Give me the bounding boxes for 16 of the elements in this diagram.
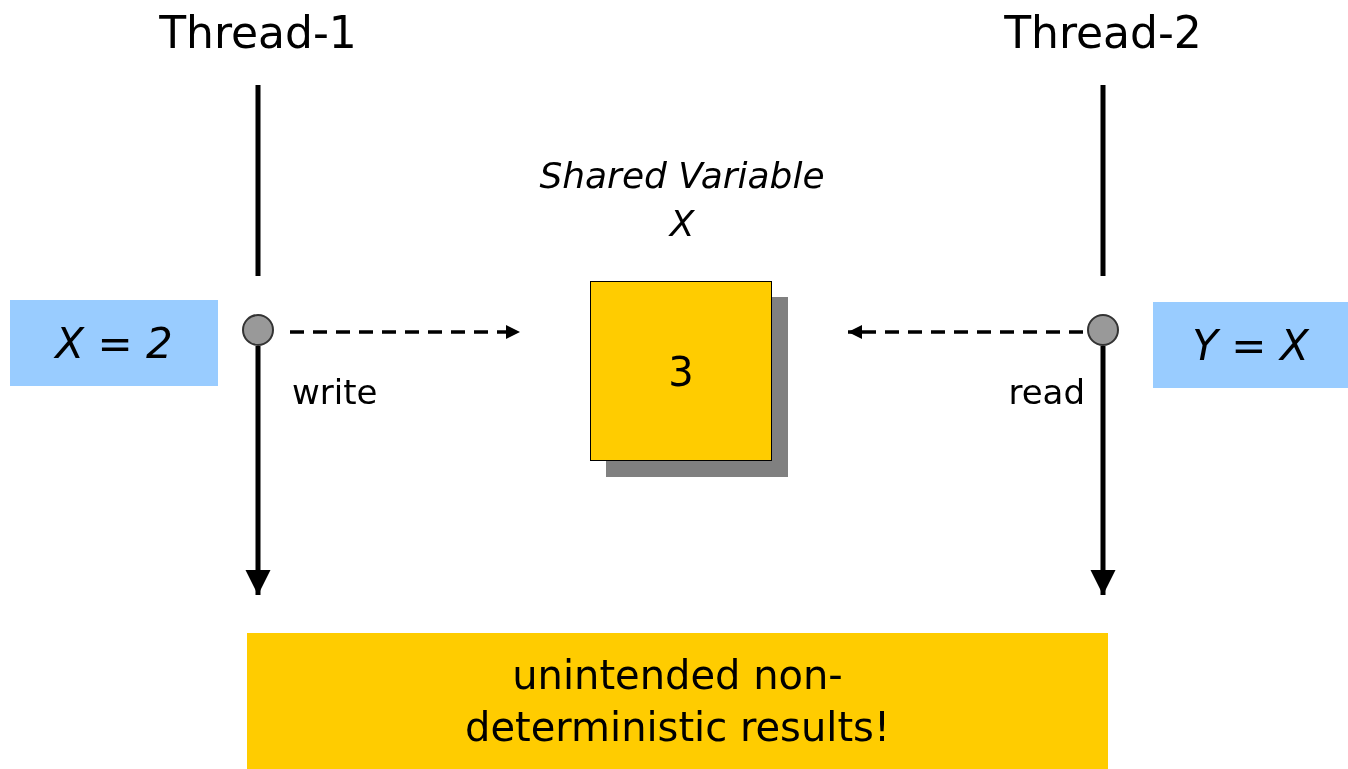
- access-point-dot: [242, 314, 274, 346]
- access-arrow: [290, 325, 520, 339]
- timeline-arrow: [245, 346, 271, 595]
- thread-title: Thread-2: [968, 8, 1238, 58]
- access-point-dot: [1087, 314, 1119, 346]
- edge-label: write: [292, 372, 378, 412]
- result-banner: [247, 633, 1108, 769]
- variable-value: 3: [667, 348, 695, 397]
- statement-box: Y = X: [1153, 302, 1348, 388]
- timeline-arrow: [1090, 346, 1116, 595]
- statement-box: X = 2: [10, 300, 218, 386]
- edge-label: read: [1008, 372, 1085, 412]
- variable-heading: Shared Variable X: [538, 154, 826, 246]
- result-text: unintended non-deterministic results!: [464, 651, 891, 752]
- thread-title: Thread-1: [128, 8, 388, 58]
- access-arrow: [848, 325, 1083, 339]
